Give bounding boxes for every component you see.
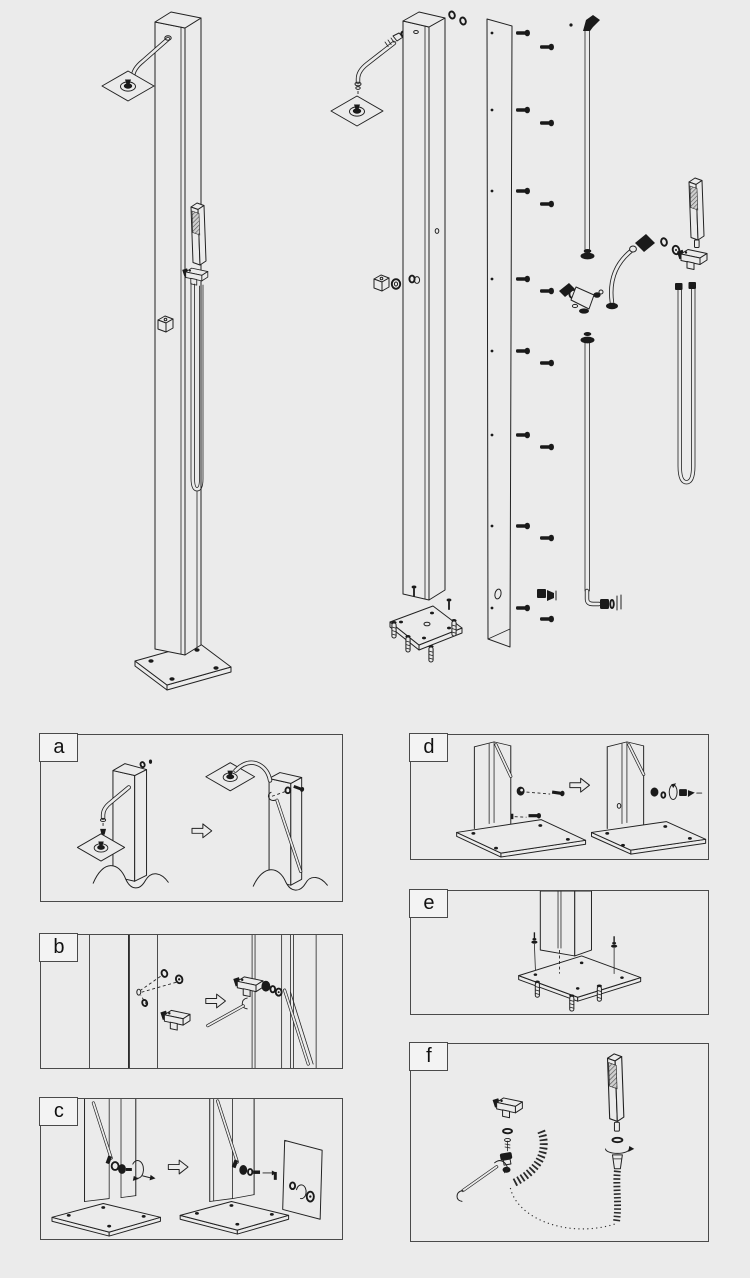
flexible-hose-left bbox=[512, 1129, 548, 1187]
panel-screws-column-2 bbox=[540, 43, 554, 623]
shower-arm bbox=[354, 30, 406, 99]
top-washers bbox=[448, 10, 467, 26]
step-label-box: c bbox=[39, 1097, 79, 1127]
holder-mounted bbox=[232, 976, 283, 998]
back-panel-sheet bbox=[273, 1139, 323, 1220]
elbow-fitting bbox=[600, 594, 622, 611]
step-arrow-icon bbox=[205, 993, 226, 1009]
step-letter: e bbox=[423, 892, 435, 915]
column-after bbox=[606, 741, 703, 829]
step-a-illustration bbox=[76, 759, 328, 901]
base-plate-left bbox=[51, 1203, 161, 1237]
step-panel-f: f bbox=[409, 1042, 709, 1242]
back-panel bbox=[486, 18, 513, 648]
hose-washers bbox=[660, 237, 681, 256]
outlet-fitting bbox=[537, 589, 557, 601]
wrench bbox=[206, 997, 248, 1028]
step-letter: a bbox=[53, 736, 65, 759]
step-letter: f bbox=[426, 1045, 432, 1068]
step-label-box: a bbox=[39, 733, 79, 763]
mixer-valve bbox=[559, 283, 604, 314]
base-plate bbox=[389, 605, 463, 651]
folded-shower-hose bbox=[675, 282, 696, 485]
step-label-box: b bbox=[39, 933, 79, 963]
column-after bbox=[252, 772, 328, 901]
column-after bbox=[209, 1099, 277, 1203]
step-label-box: f bbox=[409, 1042, 449, 1072]
hand-shower-wand bbox=[688, 177, 705, 248]
step-panel-c: c bbox=[39, 1097, 343, 1240]
fixing-screw bbox=[271, 784, 305, 797]
wrench bbox=[456, 1160, 508, 1202]
holder-and-hose-end bbox=[492, 1097, 523, 1173]
step-label-box: d bbox=[409, 733, 449, 763]
step-e-illustration bbox=[518, 891, 642, 1012]
anchor-hardware bbox=[531, 932, 618, 1012]
shower-hose-loop bbox=[190, 282, 204, 649]
step-f-illustration bbox=[456, 1053, 635, 1230]
rain-shower-head bbox=[330, 95, 384, 127]
step-d-illustration bbox=[456, 741, 707, 858]
step-arrow-icon bbox=[167, 1159, 189, 1175]
connection-path bbox=[509, 1187, 616, 1230]
hand-shower-holder bbox=[676, 249, 708, 270]
base-plate-right bbox=[590, 803, 707, 855]
column-before bbox=[473, 741, 565, 829]
exploded-view-figure bbox=[330, 10, 708, 663]
column-body bbox=[402, 11, 446, 601]
diverter-knob-parts bbox=[373, 274, 416, 292]
step-letter: b bbox=[53, 936, 65, 959]
column-before bbox=[84, 1099, 156, 1203]
base-plate bbox=[518, 955, 642, 1002]
step-panel-a: a bbox=[39, 733, 343, 902]
shower-column bbox=[154, 11, 202, 656]
hand-shower-wand bbox=[190, 202, 207, 266]
riser-pipe-lower bbox=[580, 332, 602, 607]
supply-elbow-hose bbox=[606, 234, 655, 310]
riser-pipe-upper bbox=[569, 15, 600, 260]
rain-head-mounted bbox=[205, 760, 273, 792]
base-plate-right bbox=[179, 1201, 290, 1235]
hand-shower-and-hose bbox=[605, 1053, 635, 1223]
rain-shower-head bbox=[101, 70, 155, 102]
step-label-box: e bbox=[409, 889, 449, 919]
column-body bbox=[539, 891, 592, 974]
step-letter: c bbox=[53, 1100, 64, 1123]
assembled-shower-figure bbox=[101, 11, 232, 691]
wrench bbox=[267, 791, 303, 873]
panel-screws-column-1 bbox=[516, 29, 530, 612]
step-panel-d: d bbox=[409, 733, 709, 860]
step-arrow-icon bbox=[191, 823, 213, 839]
column-edges bbox=[89, 935, 317, 1068]
step-c-illustration bbox=[51, 1099, 323, 1237]
step-panel-b: b bbox=[39, 933, 343, 1069]
base-plate-left bbox=[456, 819, 587, 858]
step-letter: d bbox=[423, 736, 435, 759]
diverter-knob bbox=[157, 315, 174, 333]
holder-parts-detached bbox=[136, 969, 191, 1031]
shower-arm-detached bbox=[100, 785, 131, 835]
step-panel-e: e bbox=[409, 889, 709, 1015]
step-b-illustration bbox=[89, 935, 317, 1068]
step-arrow-icon bbox=[569, 777, 591, 793]
overview-figures bbox=[101, 10, 708, 691]
riser-pipe-diagonal bbox=[283, 988, 314, 1066]
